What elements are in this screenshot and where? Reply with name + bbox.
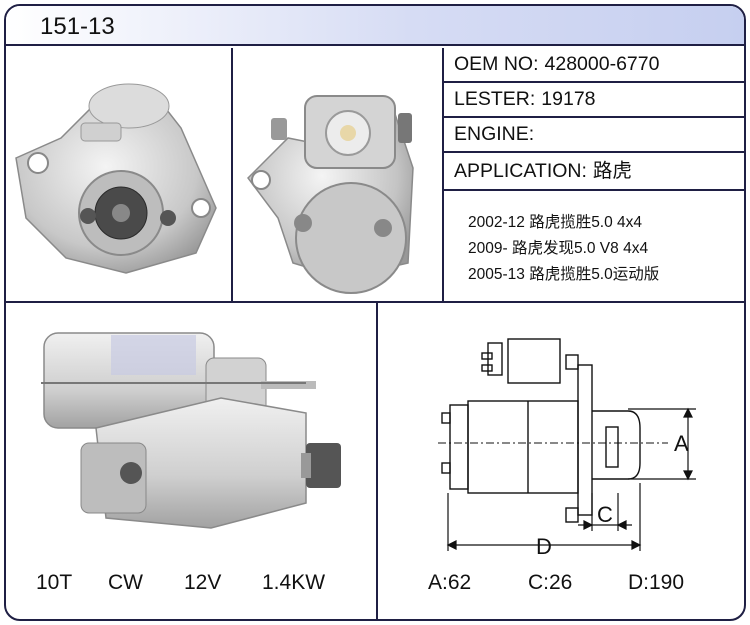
dimension-diagram: A C D [438,338,696,559]
application-item: 2009- 路虎发现5.0 V8 4x4 [468,240,649,257]
spec-table: OEM NO:428000-6770 LESTER:19178 ENGINE: … [444,48,744,303]
application-row: APPLICATION:路虎 [444,153,744,191]
engine-label: ENGINE: [454,123,535,145]
dimension-d-label: D [536,534,552,559]
power: 1.4KW [262,571,326,594]
starter-rear-image [247,95,414,294]
starter-front-image [15,83,217,274]
dimension-a-label: A [674,431,689,456]
engine-row: ENGINE: [444,118,744,153]
starter-side-image [41,332,341,529]
dimension-a-value: A:62 [428,571,472,594]
rotation: CW [108,571,143,594]
dimension-d-value: D:190 [628,571,685,594]
application-list: 2002-12 路虎揽胜5.0 4x4 2009- 路虎发现5.0 V8 4x4… [468,210,659,288]
voltage: 12V [184,571,222,594]
part-number-title: 151-13 [40,13,115,40]
lester-label: LESTER: [454,88,536,110]
product-card: 151-13 [4,4,746,621]
application-value: 路虎 [592,160,632,182]
dimension-drawing: A C D A:62 C:26 D:190 [378,303,744,619]
dimension-c-value: C:26 [528,571,573,594]
lester-row: LESTER:19178 [444,83,744,118]
application-item: 2002-12 路虎揽胜5.0 4x4 [468,214,643,231]
application-item: 2005-13 路虎揽胜5.0运动版 [468,266,660,283]
starter-rear-photo [233,48,444,303]
header-bar: 151-13 [6,6,744,46]
oem-value: 428000-6770 [544,53,660,75]
starter-side-photo: 10T CW 12V 1.4KW [6,303,378,619]
lester-value: 19178 [541,88,596,110]
oem-row: OEM NO:428000-6770 [444,48,744,83]
application-label: APPLICATION: [454,160,587,182]
starter-front-photo [6,48,233,303]
teeth-count: 10T [36,571,73,594]
dimension-c-label: C [597,502,613,527]
oem-label: OEM NO: [454,53,539,75]
